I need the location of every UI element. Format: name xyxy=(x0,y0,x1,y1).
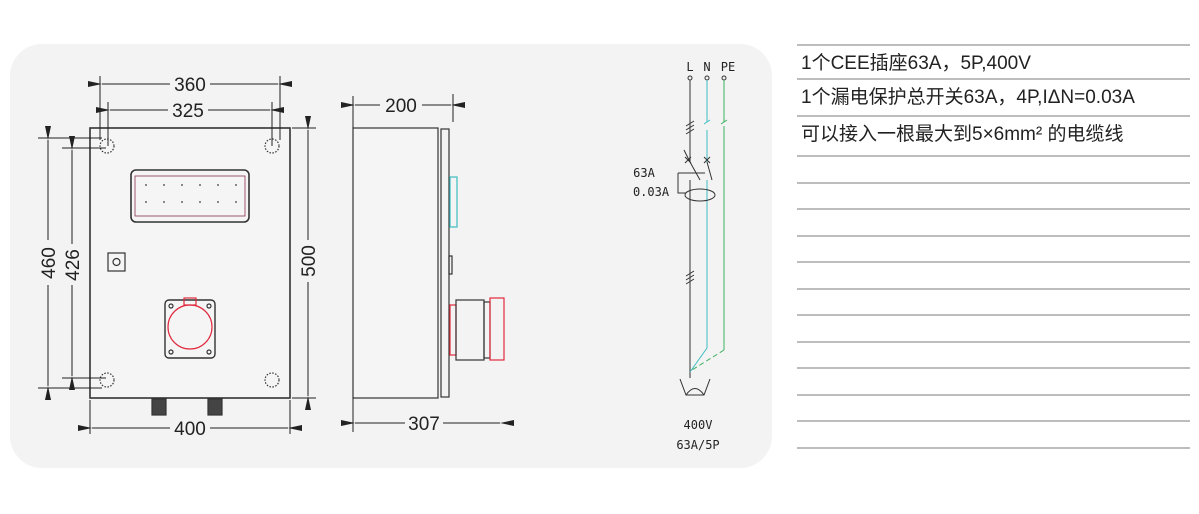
dim-426: 426 xyxy=(63,249,84,281)
spec-table: 1个CEE插座63A，5P,400V 1个漏电保护总开关63A，4P,IΔN=0… xyxy=(797,44,1190,449)
socket-rating: 63A/5P xyxy=(676,438,719,452)
cable-gland-right xyxy=(207,398,223,416)
dim-460: 460 xyxy=(39,247,60,279)
enclosure-side xyxy=(352,127,439,399)
dim-200: 200 xyxy=(385,96,417,117)
enclosure-front xyxy=(89,127,291,399)
spec-row: 可以接入一根最大到5×6mm² 的电缆线 xyxy=(797,117,1190,157)
wiring-schematic: L N PE 63A 0.03A 400V 63A/5P xyxy=(633,60,735,452)
rcd-sensor-icon xyxy=(684,188,716,202)
breaker-handle-side xyxy=(449,176,458,228)
indicator-square xyxy=(107,252,126,272)
spec-row-empty xyxy=(797,396,1190,422)
spec-row-empty xyxy=(797,343,1190,369)
socket-voltage: 400V xyxy=(684,418,713,432)
socket-symbol-icon xyxy=(679,378,711,396)
spec-row: 1个漏电保护总开关63A，4P,IΔN=0.03A xyxy=(797,80,1190,117)
breaker-rating: 63A xyxy=(633,166,655,180)
spec-row-empty xyxy=(797,316,1190,343)
breaker-window xyxy=(130,169,250,223)
spec-row-empty xyxy=(797,237,1190,263)
spec-row-empty xyxy=(797,290,1190,316)
spec-row-empty xyxy=(797,184,1190,210)
side-view xyxy=(352,127,505,399)
line-n xyxy=(689,80,708,373)
front-dimension-lines xyxy=(38,76,316,434)
dim-307: 307 xyxy=(408,414,440,435)
spec-row-empty xyxy=(797,422,1190,449)
terminal-l: L xyxy=(686,60,693,74)
line-l xyxy=(683,80,691,378)
dim-500: 500 xyxy=(299,245,320,277)
residual-current: 0.03A xyxy=(633,185,670,199)
spec-row: 1个CEE插座63A，5P,400V xyxy=(797,44,1190,80)
spec-row-empty xyxy=(797,369,1190,396)
dim-400: 400 xyxy=(174,419,206,440)
spec-row-empty xyxy=(797,210,1190,237)
dim-325: 325 xyxy=(172,101,204,122)
terminal-pe: PE xyxy=(721,60,735,74)
terminal-n: N xyxy=(703,60,710,74)
socket-plate xyxy=(164,299,216,359)
mounting-holes xyxy=(99,138,280,388)
side-dimension-lines xyxy=(341,94,514,432)
cable-gland-left xyxy=(151,398,167,416)
spec-row-empty xyxy=(797,157,1190,184)
dim-360: 360 xyxy=(174,75,206,96)
front-view xyxy=(89,127,291,416)
spec-row-empty xyxy=(797,263,1190,290)
